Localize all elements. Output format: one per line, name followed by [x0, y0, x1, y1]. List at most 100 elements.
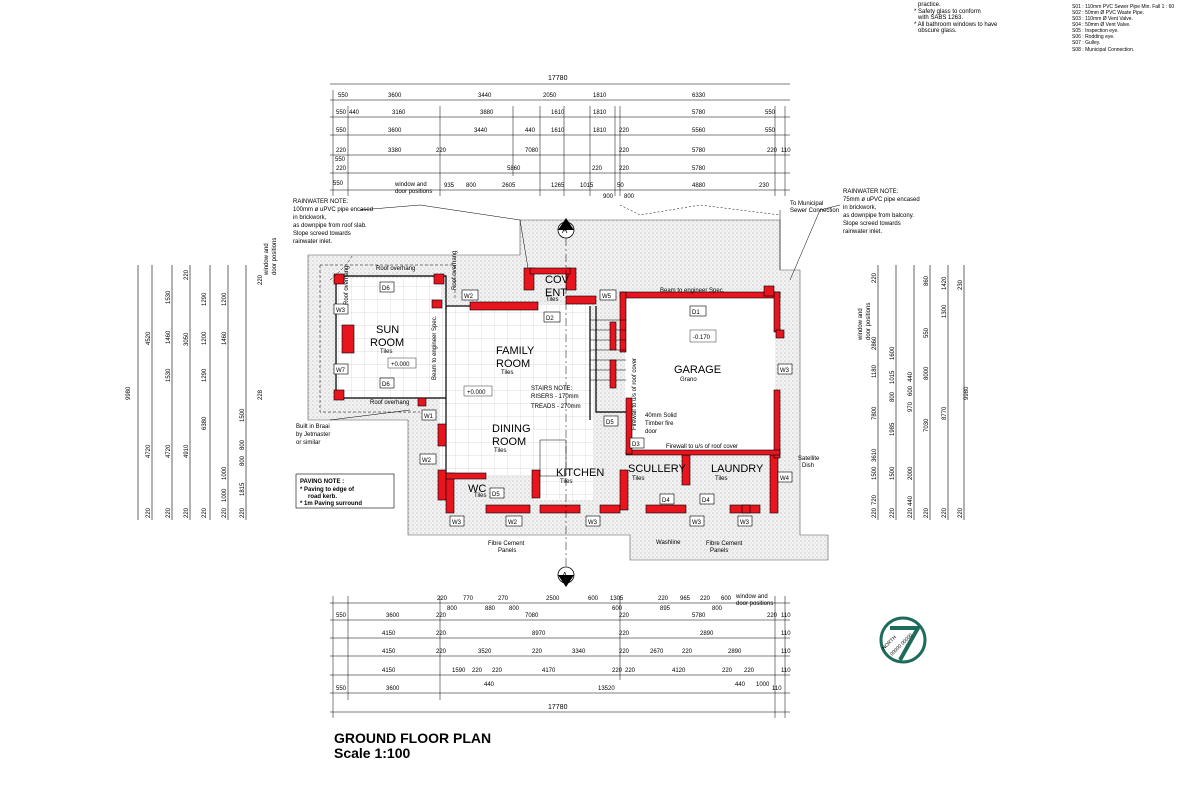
svg-text:6380: 6380: [202, 416, 208, 430]
svg-text:220: 220: [767, 613, 778, 619]
svg-text:W5: W5: [602, 294, 612, 300]
paving-note: PAVING NOTE : * Paving to edge of road k…: [295, 473, 395, 509]
svg-text:1985: 1985: [890, 422, 896, 436]
label-kitchen: KITCHEN: [556, 467, 604, 479]
svg-text:Tiles: Tiles: [632, 476, 644, 482]
svg-text:Firewall to u/s of roof cover: Firewall to u/s of roof cover: [632, 358, 638, 430]
svg-text:door positions: door positions: [866, 303, 872, 340]
svg-text:2050: 2050: [543, 93, 557, 99]
svg-text:Roof overhang: Roof overhang: [344, 266, 350, 305]
svg-text:600: 600: [588, 596, 599, 602]
svg-text:440: 440: [484, 682, 495, 688]
svg-text:1460: 1460: [222, 331, 228, 345]
svg-text:220: 220: [619, 166, 630, 172]
svg-text:550: 550: [335, 157, 346, 163]
tag-w2-a: W2: [461, 289, 479, 301]
svg-text:220: 220: [958, 507, 964, 518]
svg-text:7080: 7080: [525, 613, 539, 619]
svg-text:17780: 17780: [548, 75, 568, 82]
svg-text:220: 220: [619, 631, 630, 637]
plan-annotations: Beam to engineer Spec. Roof overhang Roo…: [344, 201, 839, 554]
svg-text:800: 800: [624, 194, 635, 200]
svg-text:Tiles: Tiles: [380, 349, 392, 355]
svg-text:W3: W3: [692, 520, 702, 526]
svg-text:230: 230: [759, 183, 770, 189]
tag-d6-bottom: D6: [379, 377, 395, 389]
tag-w3-d: W3: [689, 515, 705, 527]
svg-text:* 1m Paving surround: * 1m Paving surround: [300, 501, 362, 507]
svg-text:obscure glass.: obscure glass.: [918, 28, 957, 34]
svg-text:900: 900: [603, 194, 614, 200]
svg-text:ROOM: ROOM: [370, 337, 404, 349]
svg-text:1530: 1530: [166, 290, 172, 304]
svg-text:or similar: or similar: [296, 440, 320, 446]
svg-text:To Municipal: To Municipal: [790, 201, 823, 207]
opening-tags: D6 D6 W2 W2 W2 W3 W7 W1 W5 D2 D1 D5 D5 D…: [333, 281, 793, 527]
svg-text:1015: 1015: [580, 183, 594, 189]
svg-text:ROOM: ROOM: [492, 436, 526, 448]
svg-text:3600: 3600: [386, 686, 400, 692]
garage-slab: [625, 298, 775, 450]
svg-text:220: 220: [619, 128, 630, 134]
svg-text:220: 220: [336, 166, 347, 172]
svg-text:220: 220: [240, 507, 246, 518]
svg-text:A: A: [562, 226, 568, 235]
svg-text:4170: 4170: [542, 668, 556, 674]
svg-text:220: 220: [744, 668, 755, 674]
svg-text:window and: window and: [858, 308, 864, 341]
svg-text:RISERS - 170mm: RISERS - 170mm: [531, 394, 579, 400]
svg-text:220: 220: [658, 596, 669, 602]
svg-text:S02 : 50mm Ø PVC Waste Pipe.: S02 : 50mm Ø PVC Waste Pipe.: [1072, 10, 1144, 16]
notes-drainage: S01 : 110mm PVC Sewer Pipe Min. Fall 1 :…: [1072, 4, 1174, 53]
svg-text:440: 440: [349, 110, 360, 116]
svg-text:door positions: door positions: [736, 601, 773, 607]
svg-text:2605: 2605: [502, 183, 516, 189]
svg-text:Fibre Cement: Fibre Cement: [706, 541, 743, 547]
svg-text:1810: 1810: [593, 128, 607, 134]
svg-text:A: A: [562, 571, 568, 580]
svg-text:220: 220: [942, 507, 948, 518]
svg-text:ENT: ENT: [545, 287, 567, 299]
svg-text:D4: D4: [702, 498, 710, 504]
svg-text:4120: 4120: [672, 668, 686, 674]
svg-text:220: 220: [722, 668, 733, 674]
svg-text:550: 550: [924, 327, 930, 338]
svg-text:window and: window and: [735, 594, 768, 600]
tag-d4-b: D4: [699, 493, 715, 505]
svg-text:220: 220: [619, 148, 630, 154]
drawing-title: GROUND FLOOR PLAN Scale 1:100: [334, 730, 491, 761]
svg-text:220: 220: [472, 668, 483, 674]
svg-text:110: 110: [781, 649, 791, 655]
svg-text:9980: 9980: [964, 386, 970, 400]
svg-text:75mm ø uPVC pipe encased: 75mm ø uPVC pipe encased: [843, 197, 920, 203]
svg-text:2890: 2890: [700, 631, 714, 637]
svg-text:1200: 1200: [222, 292, 228, 306]
svg-text:600: 600: [908, 385, 914, 396]
svg-text:220: 220: [202, 507, 208, 518]
svg-text:800: 800: [240, 455, 246, 466]
svg-text:2000: 2000: [908, 466, 914, 480]
tag-w5: W5: [599, 289, 617, 301]
svg-text:2860: 2860: [872, 336, 878, 350]
svg-text:1300: 1300: [942, 304, 948, 318]
svg-text:3600: 3600: [388, 93, 402, 99]
svg-text:road kerb.: road kerb.: [308, 494, 337, 500]
svg-text:550: 550: [765, 128, 776, 134]
svg-text:1015: 1015: [890, 370, 896, 384]
svg-text:800: 800: [509, 606, 520, 612]
svg-text:860: 860: [924, 275, 930, 286]
svg-text:220: 220: [924, 507, 930, 518]
rainwater-note-right: RAINWATER NOTE: 75mm ø uPVC pipe encased…: [789, 189, 920, 281]
tag-d5-b: D5: [489, 487, 505, 499]
svg-text:7080: 7080: [525, 148, 539, 154]
svg-text:5860: 5860: [507, 166, 521, 172]
svg-text:8970: 8970: [532, 631, 546, 637]
svg-text:3380: 3380: [388, 148, 402, 154]
svg-text:800: 800: [466, 183, 477, 189]
svg-text:STAIRS NOTE:: STAIRS NOTE:: [531, 386, 573, 392]
svg-text:D3: D3: [632, 442, 640, 448]
svg-text:550: 550: [336, 110, 347, 116]
svg-text:800: 800: [712, 606, 723, 612]
label-sun-room: SUN: [376, 324, 399, 336]
